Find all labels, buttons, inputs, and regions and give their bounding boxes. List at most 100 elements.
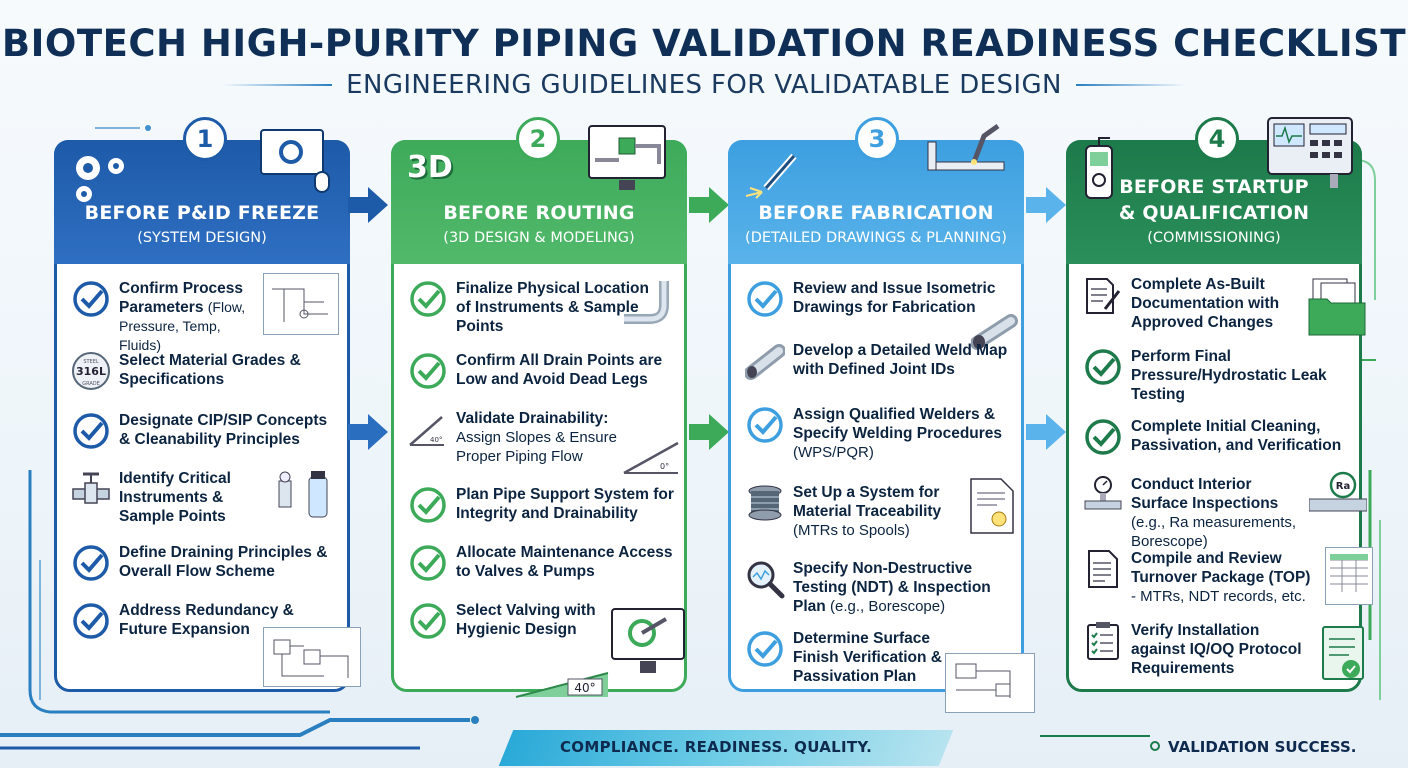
- check-icon: [73, 281, 109, 317]
- page-subtitle: ENGINEERING GUIDELINES FOR VALIDATABLE D…: [346, 70, 1062, 100]
- item-note: (WPS/PQR): [793, 444, 874, 461]
- checklist-item: Compile and Review Turnover Package (TOP…: [1083, 549, 1349, 606]
- control-panel-icon: [1267, 117, 1353, 188]
- stage-1-title: BEFORE P&ID FREEZE: [84, 202, 320, 224]
- item-text: Designate CIP/SIP Concepts & Cleanabilit…: [119, 412, 328, 448]
- checklist-item: Confirm All Drain Points are Low and Avo…: [408, 351, 674, 391]
- clipboard-checklist-icon: [1087, 622, 1119, 660]
- footer-tagline: VALIDATION SUCCESS.: [1168, 738, 1357, 756]
- item-note: (e.g., Ra measurements, Borescope): [1131, 514, 1297, 550]
- slope-angle-right: 0°: [660, 462, 669, 471]
- item-text: Develop a Detailed Weld Map with Defined…: [793, 342, 1008, 378]
- item-text: Complete As-Built Documentation with App…: [1131, 276, 1280, 331]
- ra-label: Ra: [1336, 481, 1350, 492]
- pipe-segment-icon: [971, 314, 1018, 350]
- checklist-item: Assign Qualified Welders & Specify Weldi…: [745, 405, 1011, 462]
- check-icon: [73, 413, 109, 449]
- angle-indicator: 40°: [515, 672, 609, 698]
- checklist-item: Determine Surface Finish Verification & …: [745, 629, 1011, 686]
- checklist-item: Set Up a System for Material Traceabilit…: [745, 483, 1011, 540]
- item-text: Finalize Physical Location of Instrument…: [456, 280, 649, 335]
- pipe-icon: [745, 344, 785, 380]
- checklist-item: Define Draining Principles & Overall Flo…: [71, 543, 337, 583]
- item-text: Determine Surface Finish Verification & …: [793, 630, 942, 685]
- badge-grade: GRADE: [82, 381, 100, 387]
- report-icon: [1088, 550, 1118, 588]
- drawing-thumbnail: [945, 653, 1035, 713]
- arrow-right-icon: [689, 187, 729, 223]
- checklist-item: 40° Validate Drainability:Assign Slopes …: [408, 409, 674, 466]
- checklist-item: Specify Non-Destructive Testing (NDT) & …: [745, 559, 1011, 616]
- slope-icon: 0°: [623, 441, 679, 475]
- checklist-item: Designate CIP/SIP Concepts & Cleanabilit…: [71, 411, 337, 451]
- checklist-item: Allocate Maintenance Access to Valves & …: [408, 543, 674, 583]
- magnifier-icon: [747, 561, 785, 599]
- ra-gauge-pipe-icon: Ra: [1309, 471, 1367, 512]
- item-text: Review and Issue Isometric Drawings for …: [793, 280, 996, 316]
- item-note: Assign Slopes & Ensure Proper Piping Flo…: [456, 429, 617, 465]
- stage-1-header: BEFORE P&ID FREEZE (SYSTEM DESIGN): [54, 129, 350, 264]
- footer-slogan: COMPLIANCE. READINESS. QUALITY.: [560, 738, 873, 756]
- instrument-vial-icon: [278, 471, 328, 518]
- monitor-3d-model-icon: [588, 125, 666, 190]
- check-icon: [73, 545, 109, 581]
- item-text: Select Valving with Hygienic Design: [456, 602, 596, 638]
- arrow-right-icon: [348, 187, 388, 223]
- schematic-thumbnail: [263, 627, 361, 687]
- checklist-item: Verify Installation against IQ/OQ Protoc…: [1083, 621, 1349, 678]
- item-text: Select Material Grades & Specifications: [119, 352, 301, 388]
- checklist-item: Plan Pipe Support System for Integrity a…: [408, 485, 674, 525]
- item-text: Specify Non-Destructive Testing (NDT) & …: [793, 560, 991, 615]
- document-edit-icon: [1086, 278, 1121, 314]
- check-icon: [410, 487, 446, 523]
- stage-4-subtitle: (COMMISSIONING): [1147, 230, 1281, 246]
- arrow-right-icon: [1026, 414, 1066, 450]
- item-note: (e.g., Borescope): [830, 598, 946, 615]
- slope-icon: 40°: [409, 416, 444, 446]
- handheld-meter-icon: [1085, 137, 1113, 199]
- check-icon: [1085, 349, 1121, 385]
- stage-2-number: 2: [516, 117, 560, 161]
- item-text: Address Redundancy & Future Expansion: [119, 602, 294, 638]
- stage-4-number: 4: [1195, 117, 1239, 161]
- item-note: (Flow, Pressure, Temp, Fluids): [119, 299, 246, 353]
- angle-label: 40°: [574, 681, 595, 695]
- item-text: Plan Pipe Support System for Integrity a…: [456, 486, 674, 522]
- checklist-item: Identify Critical Instruments & Sample P…: [71, 469, 337, 526]
- item-text: Compile and Review Turnover Package (TOP…: [1131, 550, 1311, 586]
- stage-2-title: BEFORE ROUTING: [443, 202, 635, 224]
- item-text: Assign Qualified Welders & Specify Weldi…: [793, 406, 1003, 442]
- check-icon: [410, 353, 446, 389]
- item-text: Allocate Maintenance Access to Valves & …: [456, 544, 673, 580]
- stage-3-subtitle: (DETAILED DRAWINGS & PLANNING): [745, 230, 1007, 246]
- certificate-icon: [970, 478, 1014, 534]
- item-note: - MTRs, NDT records, etc.: [1131, 588, 1306, 605]
- checklist-item: Complete Initial Cleaning, Passivation, …: [1083, 417, 1349, 457]
- welding-torch-icon: [745, 153, 797, 199]
- checklist-item: Select Valving with Hygienic Design: [408, 601, 674, 641]
- stage-1-subtitle: (SYSTEM DESIGN): [137, 230, 267, 246]
- badge-steel: STEEL: [83, 359, 99, 365]
- subtitle-line-left: [222, 84, 332, 86]
- pid-sketch-thumbnail: [263, 273, 339, 335]
- arrow-right-icon: [689, 414, 729, 450]
- check-icon: [73, 603, 109, 639]
- item-note: (MTRs to Spools): [793, 522, 910, 539]
- computer-gear-icon: [260, 129, 330, 193]
- item-text: Confirm All Drain Points are Low and Avo…: [456, 352, 663, 388]
- item-text: Identify Critical Instruments & Sample P…: [119, 470, 231, 525]
- item-text: Confirm Process Parameters: [119, 280, 244, 316]
- stage-4-title-line1: BEFORE STARTUP: [1119, 176, 1309, 198]
- valve-icon: [72, 472, 110, 504]
- item-text: Conduct Interior Surface Inspections: [1131, 476, 1279, 512]
- check-icon: [747, 281, 783, 317]
- 3d-label-icon: 3D: [407, 150, 453, 185]
- item-text: Verify Installation against IQ/OQ Protoc…: [1131, 622, 1302, 677]
- item-text: Perform Final Pressure/Hydrostatic Leak …: [1131, 348, 1327, 403]
- subtitle-line-right: [1076, 84, 1186, 86]
- checklist-item: Develop a Detailed Weld Map with Defined…: [745, 341, 1011, 381]
- checklist-item: Finalize Physical Location of Instrument…: [408, 279, 674, 336]
- approved-document-icon: [1322, 626, 1364, 680]
- folder-files-icon: [1308, 278, 1366, 336]
